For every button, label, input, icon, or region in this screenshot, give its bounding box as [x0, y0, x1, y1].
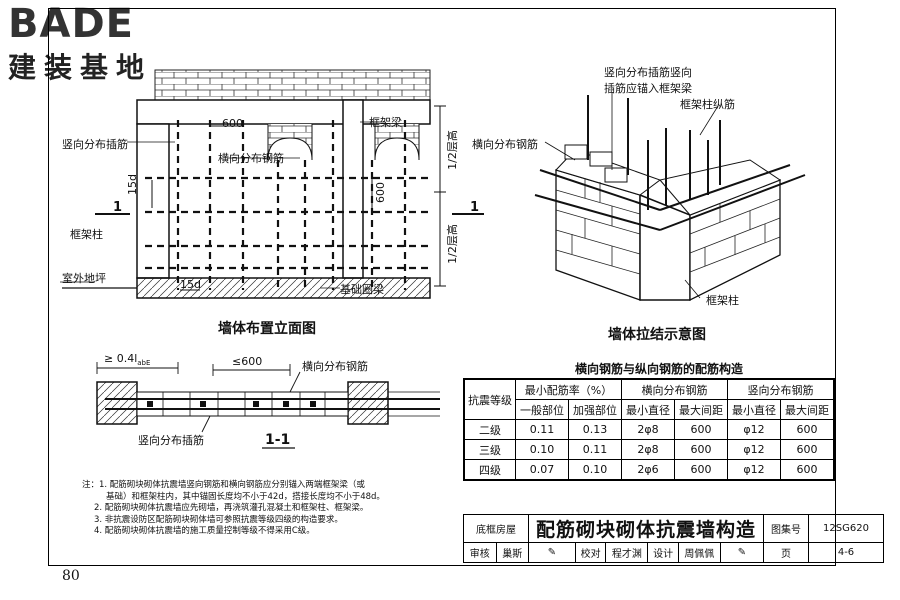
cell-h-dia: 2φ6	[621, 459, 675, 481]
page-number: 80	[62, 568, 80, 584]
subheader-cell: 一般部位	[515, 399, 569, 420]
table-row: 二级 0.11 0.13 2φ8 600 φ12 600	[463, 419, 835, 440]
cell-strengthened: 0.10	[568, 459, 622, 481]
elevation-title: 墙体布置立面图	[218, 321, 316, 337]
spec-table-title: 横向钢筋与纵向钢筋的配筋构造	[575, 362, 744, 376]
logo-text: BADE	[8, 1, 134, 47]
label-column-longitudinal: 框架柱纵筋	[680, 98, 735, 111]
tb-page-label: 页	[763, 542, 809, 563]
tb-check-label: 校对	[574, 542, 607, 563]
notes: 注：1. 配筋砌块砌体抗震墙竖向钢筋和横向钢筋应分别锚入两端框架梁（或 基础）和…	[82, 480, 462, 538]
note-line: 注：1. 配筋砌块砌体抗震墙竖向钢筋和横向钢筋应分别锚入两端框架梁（或	[82, 480, 365, 490]
axo-title: 墙体拉结示意图	[608, 327, 706, 343]
header-min-ratio: 最小配筋率（%）	[515, 378, 622, 400]
label-frame-beam: 框架梁	[369, 116, 402, 129]
logo-subtitle: 建装基地	[8, 51, 153, 84]
cell-h-spacing: 600	[674, 419, 728, 440]
header-vertical: 竖向分布钢筋	[727, 378, 835, 400]
label-axo-frame-column: 框架柱	[706, 294, 739, 307]
cell-h-dia: 2φ8	[621, 439, 675, 460]
dim-600-right: 600	[374, 182, 387, 203]
tb-design-label: 设计	[647, 542, 679, 563]
cell-h-spacing: 600	[674, 439, 728, 460]
spec-table: 抗震等级 最小配筋率（%） 横向分布钢筋 竖向分布钢筋 一般部位 加强部位 最小…	[463, 378, 835, 481]
subheader-cell: 最大间距	[674, 399, 728, 420]
tb-designer-signature: ✎	[720, 542, 764, 563]
label-vertical-anchor-2: 插筋应锚入框架梁	[604, 82, 692, 95]
note-line: 2. 配筋砌块砌体抗震墙应先砌墙，再浇筑灌孔混凝土和框架柱、框架梁。	[94, 503, 369, 513]
title-block: 底框房屋 配筋砌块砌体抗震墙构造 图集号 12SG620 审核 巢斯 ✎ 校对 …	[463, 514, 884, 563]
header-grade: 抗震等级	[463, 378, 516, 420]
tb-atlas-label: 图集号	[763, 514, 809, 543]
label-half-height-top: 1/2层高	[445, 130, 459, 170]
label-frame-column: 框架柱	[70, 228, 103, 241]
cell-v-spacing: 600	[780, 419, 835, 440]
label-half-height-bottom: 1/2层高	[445, 224, 459, 264]
tb-atlas-no: 12SG620	[808, 514, 884, 543]
tb-checker: 程才渊	[605, 542, 649, 563]
cell-h-dia: 2φ8	[621, 419, 675, 440]
label-horizontal-bar: 横向分布钢筋	[218, 152, 284, 165]
label-foundation-beam: 基础圈梁	[340, 283, 384, 296]
subheader-cell: 加强部位	[568, 399, 622, 420]
tb-category: 底框房屋	[463, 514, 529, 543]
section-drawing	[96, 362, 440, 449]
tb-review-label: 审核	[463, 542, 497, 563]
dim-600-top: 600	[222, 117, 243, 130]
cell-v-dia: φ12	[727, 419, 781, 440]
cell-grade: 三级	[463, 439, 516, 460]
subheader-cell: 最小直径	[621, 399, 675, 420]
tb-designer: 周佩佩	[677, 542, 722, 563]
label-15d-left: 15d	[125, 174, 139, 195]
label-15d-bottom: 15d	[180, 278, 201, 291]
section-mark-left: 1	[113, 200, 123, 215]
subheader-cell: 最大间距	[780, 399, 835, 420]
cell-h-spacing: 600	[674, 459, 728, 481]
tb-main-title: 配筋砌块砌体抗震墙构造	[528, 514, 764, 543]
label-spacing: ≤600	[232, 355, 263, 368]
cell-general: 0.07	[515, 459, 569, 481]
table-row: 四级 0.07 0.10 2φ6 600 φ12 600	[463, 459, 835, 481]
cell-v-spacing: 600	[780, 439, 835, 460]
cell-v-spacing: 600	[780, 459, 835, 481]
tb-page-no: 4-6	[808, 542, 884, 563]
cell-strengthened: 0.11	[568, 439, 622, 460]
label-vertical-anchor-1: 竖向分布插筋竖向	[604, 66, 692, 79]
label-vertical-bar: 竖向分布插筋	[62, 138, 128, 151]
cell-v-dia: φ12	[727, 459, 781, 481]
cell-general: 0.11	[515, 419, 569, 440]
section-title: 1-1	[265, 432, 291, 448]
label-section-horizontal-bar: 横向分布钢筋	[302, 360, 368, 373]
cell-grade: 四级	[463, 459, 516, 481]
note-line: 4. 配筋砌块砌体抗震墙的施工质量控制等级不得采用C级。	[94, 526, 315, 536]
note-line: 基础）和框架柱内，其中锚固长度均不小于42d，搭接长度均不小于48d。	[106, 491, 385, 502]
subheader-cell: 最小直径	[727, 399, 781, 420]
label-axo-horizontal-bar: 横向分布钢筋	[472, 138, 538, 151]
cell-grade: 二级	[463, 419, 516, 440]
tb-reviewer: 巢斯	[495, 542, 529, 563]
header-horizontal: 横向分布钢筋	[621, 378, 728, 400]
elevation-drawing	[60, 69, 484, 299]
label-lap-length: ≥ 0.4labE	[104, 352, 151, 368]
label-ground: 室外地坪	[62, 272, 106, 285]
table-row: 三级 0.10 0.11 2φ8 600 φ12 600	[463, 439, 835, 460]
cell-v-dia: φ12	[727, 439, 781, 460]
section-mark-right: 1	[470, 200, 480, 215]
note-line: 3. 非抗震设防区配筋砌块砌体墙可参照抗震等级四级的构造要求。	[94, 514, 343, 525]
drawing-frame	[48, 8, 836, 566]
cell-strengthened: 0.13	[568, 419, 622, 440]
axonometric-drawing	[534, 92, 806, 302]
cell-general: 0.10	[515, 439, 569, 460]
tb-reviewer-signature: ✎	[528, 542, 576, 563]
label-section-vertical-bar: 竖向分布插筋	[138, 434, 204, 447]
